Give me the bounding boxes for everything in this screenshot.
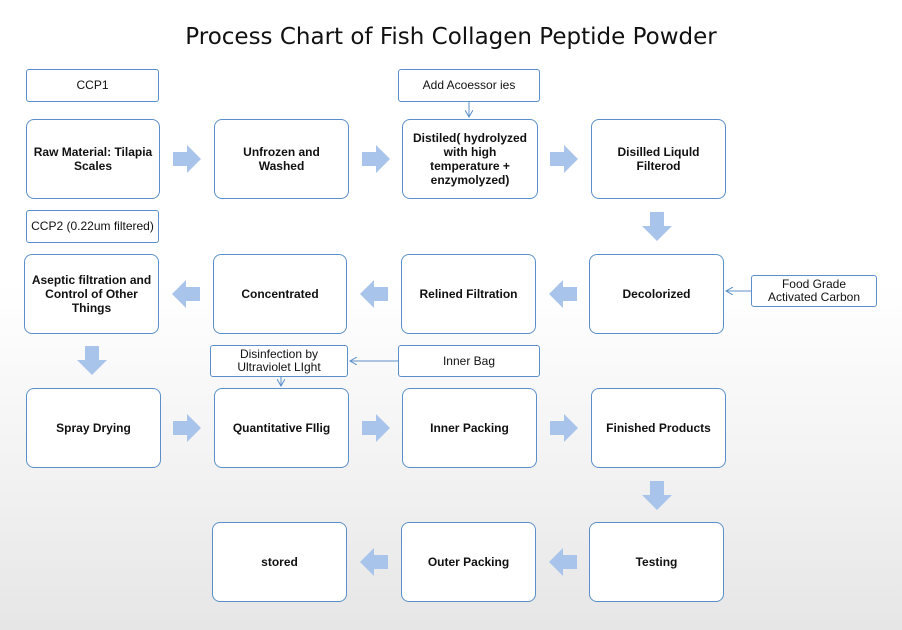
- arrow-right-6: [550, 414, 578, 442]
- step-inner-packing: Inner Packing: [402, 388, 537, 468]
- step-quantitative-filling: Quantitative FIlig: [214, 388, 349, 468]
- arrow-left-3: [172, 280, 200, 308]
- arrow-right-4: [173, 414, 201, 442]
- step-spray-drying: Spray Drying: [26, 388, 161, 468]
- step-distilled: Distiled( hydrolyzed with high temperatu…: [402, 119, 538, 199]
- arrow-left-5: [360, 548, 388, 576]
- step-refined-filtration: Relined Filtration: [401, 254, 536, 334]
- note-ccp2: CCP2 (0.22um filtered): [26, 210, 159, 243]
- chart-title: Process Chart of Fish Collagen Peptide P…: [185, 24, 717, 50]
- arrow-left-1: [549, 280, 577, 308]
- note-disinfection-uv: Disinfection by Ultraviolet LIght: [210, 345, 348, 377]
- step-outer-packing: Outer Packing: [401, 522, 536, 602]
- note-inner-bag: Inner Bag: [398, 345, 540, 377]
- arrow-right-1: [173, 145, 201, 173]
- arrow-left-2: [360, 280, 388, 308]
- note-ccp1: CCP1: [26, 69, 159, 102]
- arrow-right-5: [362, 414, 390, 442]
- arrow-left-4: [549, 548, 577, 576]
- arrow-down-1: [642, 212, 672, 241]
- arrow-down-3: [642, 481, 672, 510]
- step-concentrated: Concentrated: [213, 254, 347, 334]
- note-add-accessories: Add Acoessor ies: [398, 69, 540, 102]
- step-testing: Testing: [589, 522, 724, 602]
- step-unfrozen-washed: Unfrozen and Washed: [214, 119, 349, 199]
- arrow-right-3: [550, 145, 578, 173]
- step-finished-products: Finished Products: [591, 388, 726, 468]
- arrow-right-2: [362, 145, 390, 173]
- step-aseptic-filtration: Aseptic filtration and Control of Other …: [24, 254, 159, 334]
- step-raw-material: Raw Material: Tilapia Scales: [26, 119, 160, 199]
- step-decolorized: Decolorized: [589, 254, 724, 334]
- step-disilled-liquid: Disilled Liquld Filterod: [591, 119, 726, 199]
- note-food-grade-carbon: Food Grade Activated Carbon: [751, 275, 877, 307]
- step-stored: stored: [212, 522, 347, 602]
- arrow-down-2: [77, 346, 107, 375]
